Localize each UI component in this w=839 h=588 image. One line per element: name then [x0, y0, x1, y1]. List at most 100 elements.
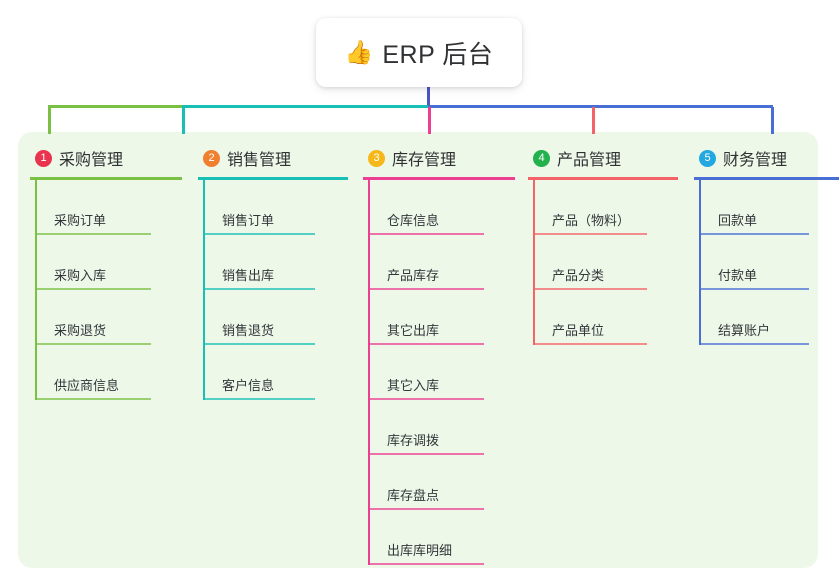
module-item[interactable]: 仓库信息 — [363, 180, 515, 235]
module-item[interactable]: 回款单 — [694, 180, 839, 235]
module-item-rule — [368, 508, 484, 510]
module-items: 回款单付款单结算账户 — [694, 180, 839, 345]
module-spine — [699, 180, 701, 345]
module-item-rule — [35, 398, 151, 400]
module-item[interactable]: 采购入库 — [30, 235, 182, 290]
module-item[interactable]: 出库库明细 — [363, 510, 515, 565]
module-item-rule — [368, 563, 484, 565]
module-item-label: 付款单 — [718, 268, 758, 283]
module-header-3[interactable]: 3 库存管理 — [363, 146, 515, 170]
module-items: 销售订单销售出库销售退货客户信息 — [198, 180, 348, 400]
module-item[interactable]: 产品单位 — [528, 290, 678, 345]
module-item[interactable]: 库存调拨 — [363, 400, 515, 455]
module-item[interactable]: 销售订单 — [198, 180, 348, 235]
root-node-erp-backend[interactable]: 👍 ERP 后台 — [316, 18, 522, 87]
module-header-4[interactable]: 4 产品管理 — [528, 146, 678, 170]
module-items: 产品（物料） 产品分类产品单位 — [528, 180, 678, 345]
module-number-badge: 3 — [368, 149, 385, 167]
module-spine — [368, 180, 370, 565]
root-node-title: ERP 后台 — [382, 40, 494, 69]
module-header-2[interactable]: 2 销售管理 — [198, 146, 348, 170]
thumbs-up-icon: 👍 — [344, 39, 374, 65]
module-item-label: 销售退货 — [222, 323, 275, 338]
module-item-rule — [368, 343, 484, 345]
module-header-rule — [363, 177, 515, 180]
module-title: 产品管理 — [557, 152, 622, 169]
module-item-label: 产品库存 — [387, 268, 440, 283]
drop-purchase — [48, 107, 51, 134]
module-item[interactable]: 其它出库 — [363, 290, 515, 345]
module-item-label: 库存盘点 — [387, 488, 440, 503]
module-items: 仓库信息产品库存其它出库其它入库库存调拨库存盘点出库库明细 — [363, 180, 515, 565]
module-item[interactable]: 产品（物料） — [528, 180, 678, 235]
module-item-label: 采购订单 — [54, 213, 107, 228]
module-item-label: 产品单位 — [552, 323, 605, 338]
module-column-4: 4 产品管理产品（物料） 产品分类产品单位 — [528, 146, 678, 345]
module-item[interactable]: 其它入库 — [363, 345, 515, 400]
module-item-label: 供应商信息 — [54, 378, 120, 393]
module-item-label: 产品（物料） — [552, 213, 631, 228]
module-item-label: 仓库信息 — [387, 213, 440, 228]
bar-blue — [428, 105, 773, 108]
module-item-rule — [533, 233, 647, 235]
module-item-label: 采购退货 — [54, 323, 107, 338]
module-item-rule — [533, 288, 647, 290]
module-item-label: 销售订单 — [222, 213, 275, 228]
module-item[interactable]: 库存盘点 — [363, 455, 515, 510]
module-item-label: 销售出库 — [222, 268, 275, 283]
module-item-rule — [35, 233, 151, 235]
module-item[interactable]: 产品分类 — [528, 235, 678, 290]
bar-teal — [182, 105, 428, 108]
module-item-rule — [203, 233, 315, 235]
module-item-label: 其它出库 — [387, 323, 440, 338]
module-spine — [533, 180, 535, 345]
module-item[interactable]: 采购退货 — [30, 290, 182, 345]
module-spine — [203, 180, 205, 400]
module-item[interactable]: 结算账户 — [694, 290, 839, 345]
module-header-rule — [198, 177, 348, 180]
module-title: 销售管理 — [227, 152, 292, 169]
module-header-rule — [528, 177, 678, 180]
module-title: 库存管理 — [392, 152, 457, 169]
module-item-rule — [699, 288, 809, 290]
module-item[interactable]: 客户信息 — [198, 345, 348, 400]
module-items: 采购订单采购入库采购退货供应商信息 — [30, 180, 182, 400]
module-item-label: 采购入库 — [54, 268, 107, 283]
module-item-label: 产品分类 — [552, 268, 605, 283]
module-column-3: 3 库存管理仓库信息产品库存其它出库其它入库库存调拨库存盘点出库库明细 — [363, 146, 515, 565]
bar-green — [48, 105, 182, 108]
module-item-rule — [699, 343, 809, 345]
root-trunk-connector — [427, 85, 430, 107]
module-spine — [35, 180, 37, 400]
module-item-label: 回款单 — [718, 213, 758, 228]
module-number-badge: 2 — [203, 149, 220, 167]
module-item[interactable]: 产品库存 — [363, 235, 515, 290]
module-item-rule — [368, 398, 484, 400]
module-number-badge: 1 — [35, 149, 52, 167]
module-column-2: 2 销售管理销售订单销售出库销售退货客户信息 — [198, 146, 348, 400]
module-number-badge: 4 — [533, 149, 550, 167]
drop-sales — [182, 107, 185, 134]
module-header-rule — [30, 177, 182, 180]
module-item[interactable]: 供应商信息 — [30, 345, 182, 400]
drop-stock — [428, 107, 431, 134]
module-item-label: 出库库明细 — [387, 543, 453, 558]
module-item-rule — [368, 288, 484, 290]
module-item-label: 客户信息 — [222, 378, 275, 393]
module-item-label: 结算账户 — [718, 323, 771, 338]
module-item[interactable]: 采购订单 — [30, 180, 182, 235]
module-item[interactable]: 付款单 — [694, 235, 839, 290]
module-item[interactable]: 销售退货 — [198, 290, 348, 345]
module-item-rule — [368, 233, 484, 235]
modules-panel — [18, 132, 818, 568]
module-item-rule — [533, 343, 647, 345]
module-item[interactable]: 销售出库 — [198, 235, 348, 290]
module-item-rule — [35, 343, 151, 345]
module-item-label: 其它入库 — [387, 378, 440, 393]
drop-product — [592, 107, 595, 134]
